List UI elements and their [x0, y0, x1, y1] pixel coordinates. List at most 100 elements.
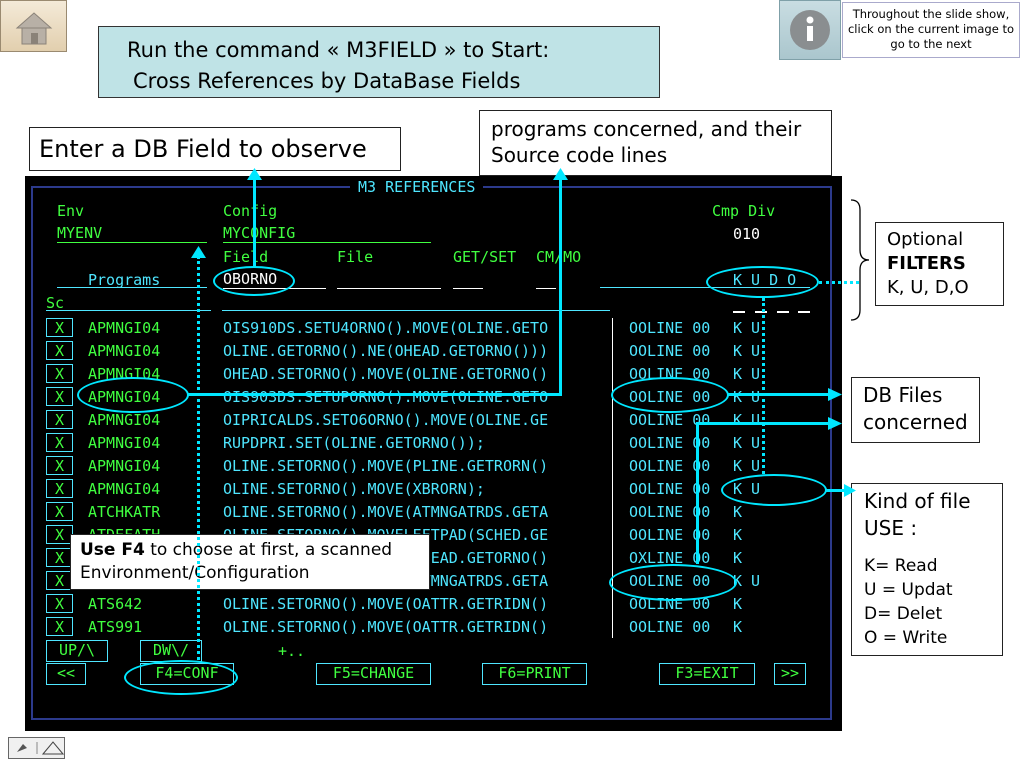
use-highlight	[721, 474, 827, 506]
field-connector	[253, 178, 256, 268]
home-button[interactable]	[0, 0, 67, 52]
arrow-right-icon-2	[828, 417, 842, 430]
row-select-box[interactable]: X	[46, 364, 73, 383]
info-button[interactable]	[779, 0, 841, 60]
row-select-box[interactable]: X	[46, 502, 73, 521]
use-f4-callout: Use F4 to choose at first, a scanned Env…	[70, 534, 430, 590]
env-label: Env	[57, 202, 85, 220]
slide-tools-button[interactable]	[8, 737, 65, 759]
pen-tool-icon	[17, 741, 65, 755]
field-label: Field	[223, 248, 269, 266]
cmmo-input[interactable]	[536, 288, 556, 289]
row-select-box[interactable]: X	[46, 318, 73, 337]
f3-exit-button[interactable]: F3=EXIT	[659, 663, 755, 685]
row-select-box[interactable]: X	[46, 387, 73, 406]
file-input[interactable]	[337, 288, 441, 289]
field-highlight	[213, 266, 295, 296]
filters-line-2: FILTERS	[887, 253, 966, 274]
sc-label: Sc	[46, 294, 65, 312]
program-highlight	[77, 377, 189, 413]
filters-callout: Optional FILTERS K, U, D,O	[875, 222, 1004, 306]
filters-highlight	[706, 266, 819, 298]
window-title: M3 REFERENCES	[350, 178, 484, 196]
filters-dotted-connector-2	[819, 281, 859, 284]
program-name[interactable]: APMNGI04	[88, 480, 161, 498]
file-use: K	[733, 503, 743, 521]
source-line: OHEAD.SETORNO().MOVE(OLINE.GETORNO()	[223, 365, 549, 383]
filter-d-input[interactable]	[777, 311, 789, 313]
source-line: OLINE.SETORNO().MOVE(ATMNGATRDS.GETA	[223, 503, 549, 521]
file-use: K U	[733, 365, 761, 383]
file-use: K	[733, 549, 743, 567]
info-note: Throughout the slide show, click on the …	[842, 2, 1020, 58]
programs-connector	[559, 178, 562, 395]
enter-field-callout: Enter a DB Field to observe	[29, 127, 401, 171]
source-line: OLINE.SETORNO().MOVE(PLINE.GETRORN()	[223, 457, 549, 475]
file-label: File	[337, 248, 374, 266]
arrow-right-icon	[828, 388, 842, 401]
program-name[interactable]: APMNGI04	[88, 319, 161, 337]
source-line: OLINE.GETORNO().NE(OHEAD.GETORNO()))	[223, 342, 549, 360]
kind-d: D= Delet	[864, 604, 943, 624]
filter-o-input[interactable]	[798, 311, 810, 313]
config-field[interactable]: MYCONFIG	[223, 225, 431, 243]
source-underline	[222, 310, 610, 311]
source-line: OLINE.SETORNO().MOVE(OATTR.GETRIDN()	[223, 595, 549, 613]
row-select-box[interactable]: X	[46, 341, 73, 360]
db-file: OOLINE 00	[629, 319, 711, 337]
file-use: K U	[733, 388, 761, 406]
arrow-up-icon-2	[553, 168, 568, 180]
f6-print-button[interactable]: F6=PRINT	[482, 663, 587, 685]
sc-underline	[46, 310, 211, 311]
f4-dotted-connector	[197, 256, 200, 660]
source-line: OIS910DS.SETU4ORNO().MOVE(OLINE.GETO	[223, 319, 549, 337]
source-line: OIS903DS.SETUPORNO().MOVE(OLINE.GETO	[223, 388, 549, 406]
row-select-box[interactable]: X	[46, 548, 73, 567]
programs-callout: programs concerned, and their Source cod…	[479, 110, 832, 176]
page-down-button[interactable]: DW\/	[140, 640, 202, 662]
program-name[interactable]: ATS642	[88, 595, 143, 613]
env-field[interactable]: MYENV	[57, 225, 207, 243]
source-line: OIPRICALDS.SETO6ORNO().MOVE(OLINE.GE	[223, 411, 549, 429]
row-select-box[interactable]: X	[46, 433, 73, 452]
row-select-box[interactable]: X	[46, 456, 73, 475]
row-select-box[interactable]: X	[46, 410, 73, 429]
row-select-box[interactable]: X	[46, 479, 73, 498]
f5-change-button[interactable]: F5=CHANGE	[316, 663, 431, 685]
program-name[interactable]: ATS991	[88, 618, 143, 636]
program-name[interactable]: APMNGI04	[88, 434, 161, 452]
file-use: K U	[733, 457, 761, 475]
use-connector	[826, 489, 846, 492]
filters-dotted-connector	[762, 298, 765, 474]
program-name[interactable]: APMNGI04	[88, 342, 161, 360]
programs-underline	[57, 287, 207, 288]
getset-input[interactable]	[453, 288, 483, 289]
page-up-button[interactable]: UP/\	[46, 640, 108, 662]
use-f4-text: to choose at first, a scanned Environmen…	[80, 540, 393, 583]
program-name[interactable]: ATCHKATR	[88, 503, 161, 521]
filters-line-1: Optional	[887, 229, 964, 250]
filter-k-input[interactable]	[733, 311, 745, 313]
db-file: OOLINE 00	[629, 342, 711, 360]
program-name[interactable]: APMNGI04	[88, 457, 161, 475]
arrow-up-icon-3	[191, 246, 206, 258]
db-files-callout: DB Files concerned	[851, 377, 980, 443]
filter-underline	[600, 287, 810, 288]
prev-button[interactable]: <<	[46, 663, 86, 685]
file-use: K	[733, 526, 743, 544]
program-name[interactable]: APMNGI04	[88, 411, 161, 429]
row-select-box[interactable]: X	[46, 617, 73, 636]
dbfile-2-vertical-connector	[696, 422, 699, 564]
row-select-box[interactable]: X	[46, 525, 73, 544]
program-to-source-connector	[188, 393, 562, 396]
row-select-box[interactable]: X	[46, 594, 73, 613]
file-use: K U	[733, 411, 761, 429]
kind-u: U = Updat	[864, 580, 953, 600]
row-select-box[interactable]: X	[46, 571, 73, 590]
dbfile-highlight-2	[609, 564, 737, 601]
next-button[interactable]: >>	[774, 663, 806, 685]
source-line: RUPDPRI.SET(OLINE.GETORNO());	[223, 434, 485, 452]
config-label: Config	[223, 202, 278, 220]
file-use: K U	[733, 434, 761, 452]
filter-u-input[interactable]	[755, 311, 767, 313]
